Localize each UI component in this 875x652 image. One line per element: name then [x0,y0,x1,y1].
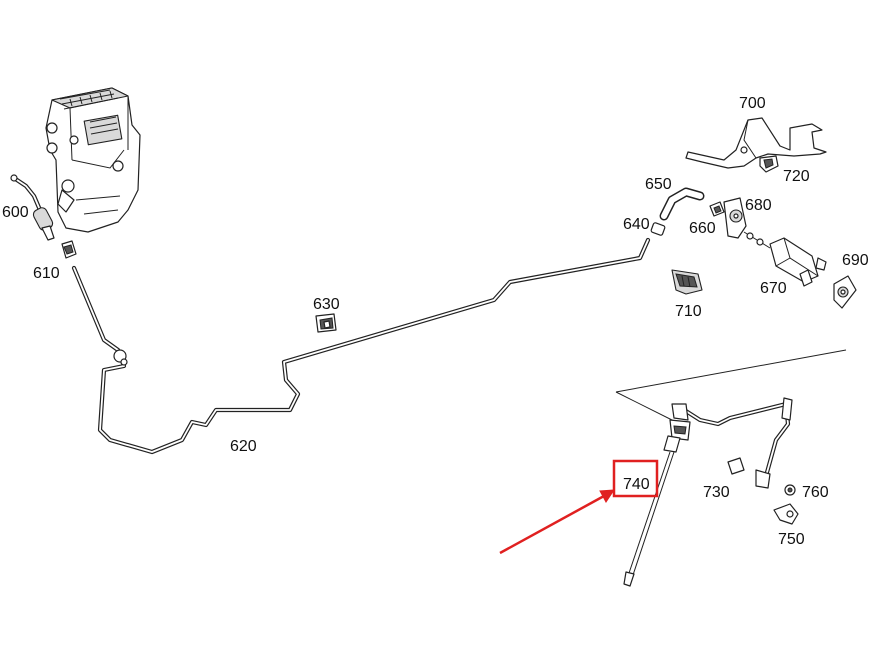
label-750: 750 [778,531,805,548]
bracket-700 [685,117,827,173]
highlight-box [612,459,659,498]
fittings-640-680 [650,187,747,239]
label-740: 740 [623,476,650,493]
filter-670 [743,231,857,309]
dipstick-group [615,349,847,587]
label-710: 710 [675,303,702,320]
label-620: 620 [230,438,257,455]
highlight-arrow-head [599,489,615,503]
label-760: 760 [802,484,829,501]
label-650: 650 [645,176,672,193]
label-720: 720 [783,168,810,185]
label-680: 680 [745,197,772,214]
label-640: 640 [623,216,650,233]
label-610: 610 [33,265,60,282]
label-700: 700 [739,95,766,112]
pump-assembly [10,87,141,259]
label-690: 690 [842,252,869,269]
label-630: 630 [313,296,340,313]
part-labels: 600 610 620 630 640 650 660 670 680 690 … [2,95,869,548]
highlight-arrow-shaft [499,494,605,555]
label-600: 600 [2,204,29,221]
label-660: 660 [689,220,716,237]
label-670: 670 [760,280,787,297]
connector-710 [671,269,703,295]
pipe-620 [71,237,651,455]
highlight-marker [499,459,659,555]
label-730: 730 [703,484,730,501]
clip-630 [315,313,337,333]
